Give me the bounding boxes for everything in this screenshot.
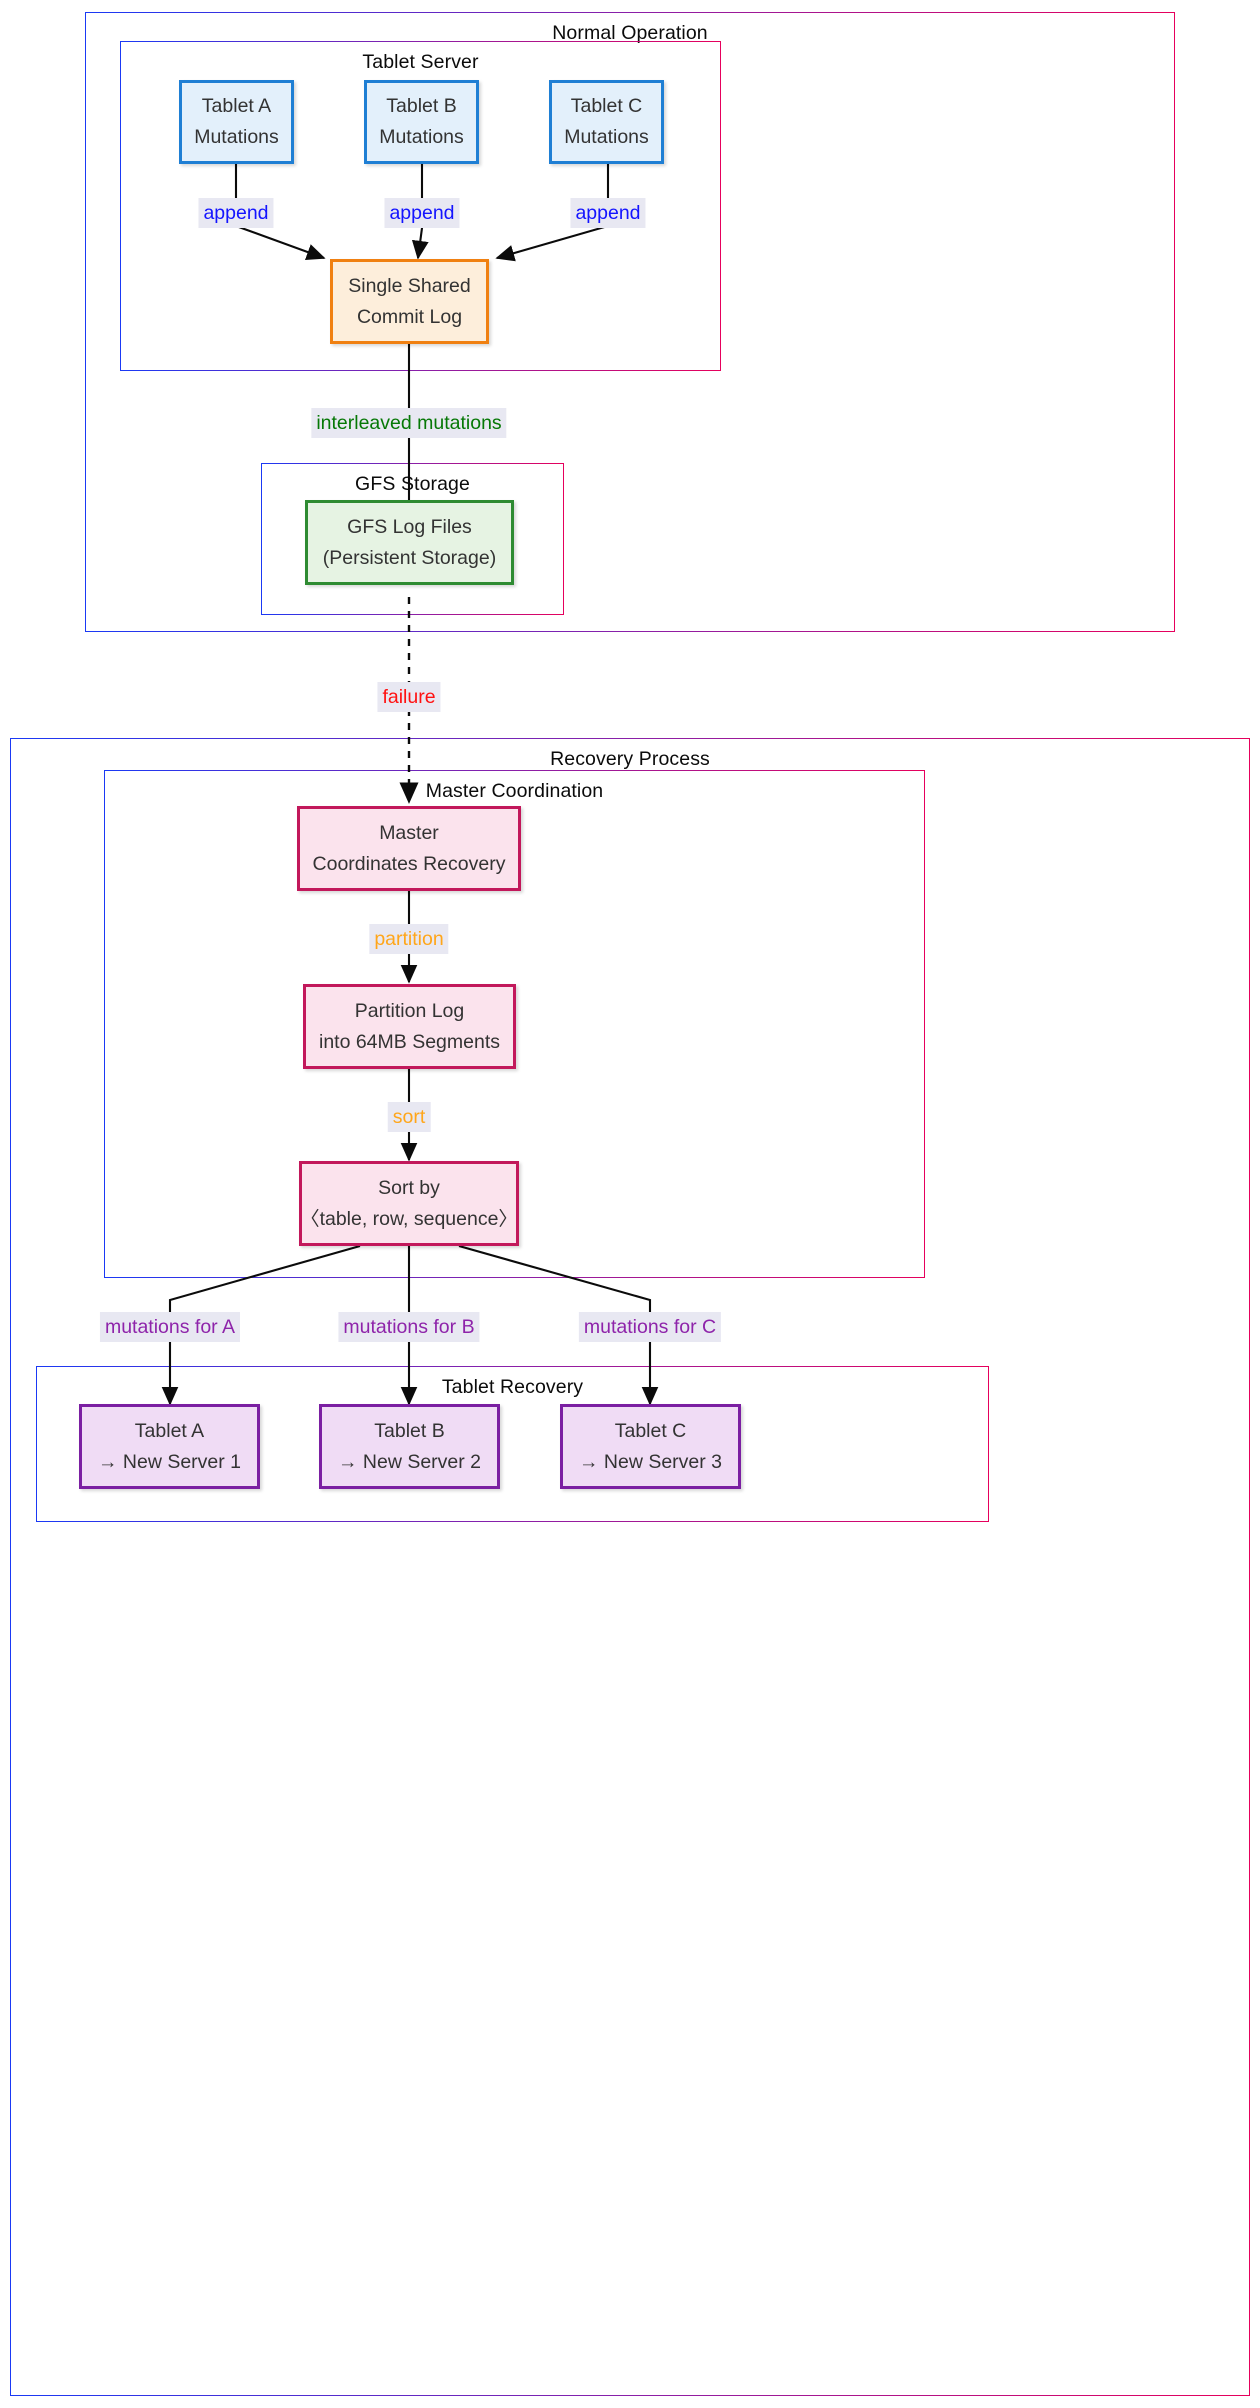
node-tablet-b-mutations[interactable]: Tablet B Mutations [364,80,479,164]
node-recover-tablet-a[interactable]: Tablet A → New Server 1 [79,1404,260,1489]
subgraph-normal-operation-title: Normal Operation [552,22,708,44]
node-master-coordinates-recovery[interactable]: Master Coordinates Recovery [297,806,521,891]
edge-label-mutations-for-c: mutations for C [578,1312,722,1342]
node-gfs-log-files-line2: (Persistent Storage) [322,546,497,569]
node-single-shared-commit-log[interactable]: Single Shared Commit Log [330,259,489,344]
node-tablet-a-mutations[interactable]: Tablet A Mutations [179,80,294,164]
node-recover-b-line1: Tablet B [374,1419,445,1442]
node-commit-log-line2: Commit Log [356,305,463,328]
node-tablet-b-line1: Tablet B [386,95,457,117]
subgraph-master-coordination-title: Master Coordination [425,780,604,802]
edge-label-append-b: append [384,198,460,228]
node-master-line2: Coordinates Recovery [312,852,506,875]
node-sort-by-line2: 〈table, row, sequence〉 [300,1207,518,1230]
node-partition-log[interactable]: Partition Log into 64MB Segments [303,984,516,1069]
node-recover-b-line2: → New Server 2 [337,1450,482,1473]
node-tablet-a-line1: Tablet A [201,95,272,117]
node-recover-a-line1: Tablet A [134,1419,205,1442]
edge-label-failure: failure [377,682,441,712]
node-tablet-b-line2: Mutations [379,126,464,148]
node-recover-c-line2: → New Server 3 [578,1450,723,1473]
node-recover-c-line1: Tablet C [614,1419,687,1442]
node-partition-log-line2: into 64MB Segments [318,1030,500,1053]
node-recover-tablet-b[interactable]: Tablet B → New Server 2 [319,1404,500,1489]
subgraph-tablet-server-title: Tablet Server [362,51,479,73]
edge-label-mutations-for-b: mutations for B [338,1312,480,1342]
node-sort-by-line1: Sort by [378,1176,440,1199]
node-tablet-c-line1: Tablet C [570,95,643,117]
node-tablet-a-line2: Mutations [194,126,279,148]
edge-label-sort: sort [387,1102,431,1132]
subgraph-tablet-recovery-title: Tablet Recovery [441,1376,584,1398]
node-tablet-c-mutations[interactable]: Tablet C Mutations [549,80,664,164]
edge-label-append-a: append [198,198,274,228]
node-recover-tablet-c[interactable]: Tablet C → New Server 3 [560,1404,741,1489]
node-recover-a-line2: → New Server 1 [97,1450,242,1473]
edge-label-partition: partition [369,924,449,954]
node-master-line1: Master [379,821,439,844]
edge-label-interleaved-mutations: interleaved mutations [311,408,507,438]
node-gfs-log-files-line1: GFS Log Files [347,515,472,538]
subgraph-recovery-process-title: Recovery Process [550,748,710,770]
node-partition-log-line1: Partition Log [354,999,465,1022]
node-sort-by[interactable]: Sort by 〈table, row, sequence〉 [299,1161,519,1246]
edge-label-append-c: append [570,198,646,228]
subgraph-gfs-storage-title: GFS Storage [355,473,470,495]
node-commit-log-line1: Single Shared [348,274,471,297]
node-gfs-log-files[interactable]: GFS Log Files (Persistent Storage) [305,500,514,585]
edge-label-mutations-for-a: mutations for A [99,1312,241,1342]
node-tablet-c-line2: Mutations [564,126,649,148]
